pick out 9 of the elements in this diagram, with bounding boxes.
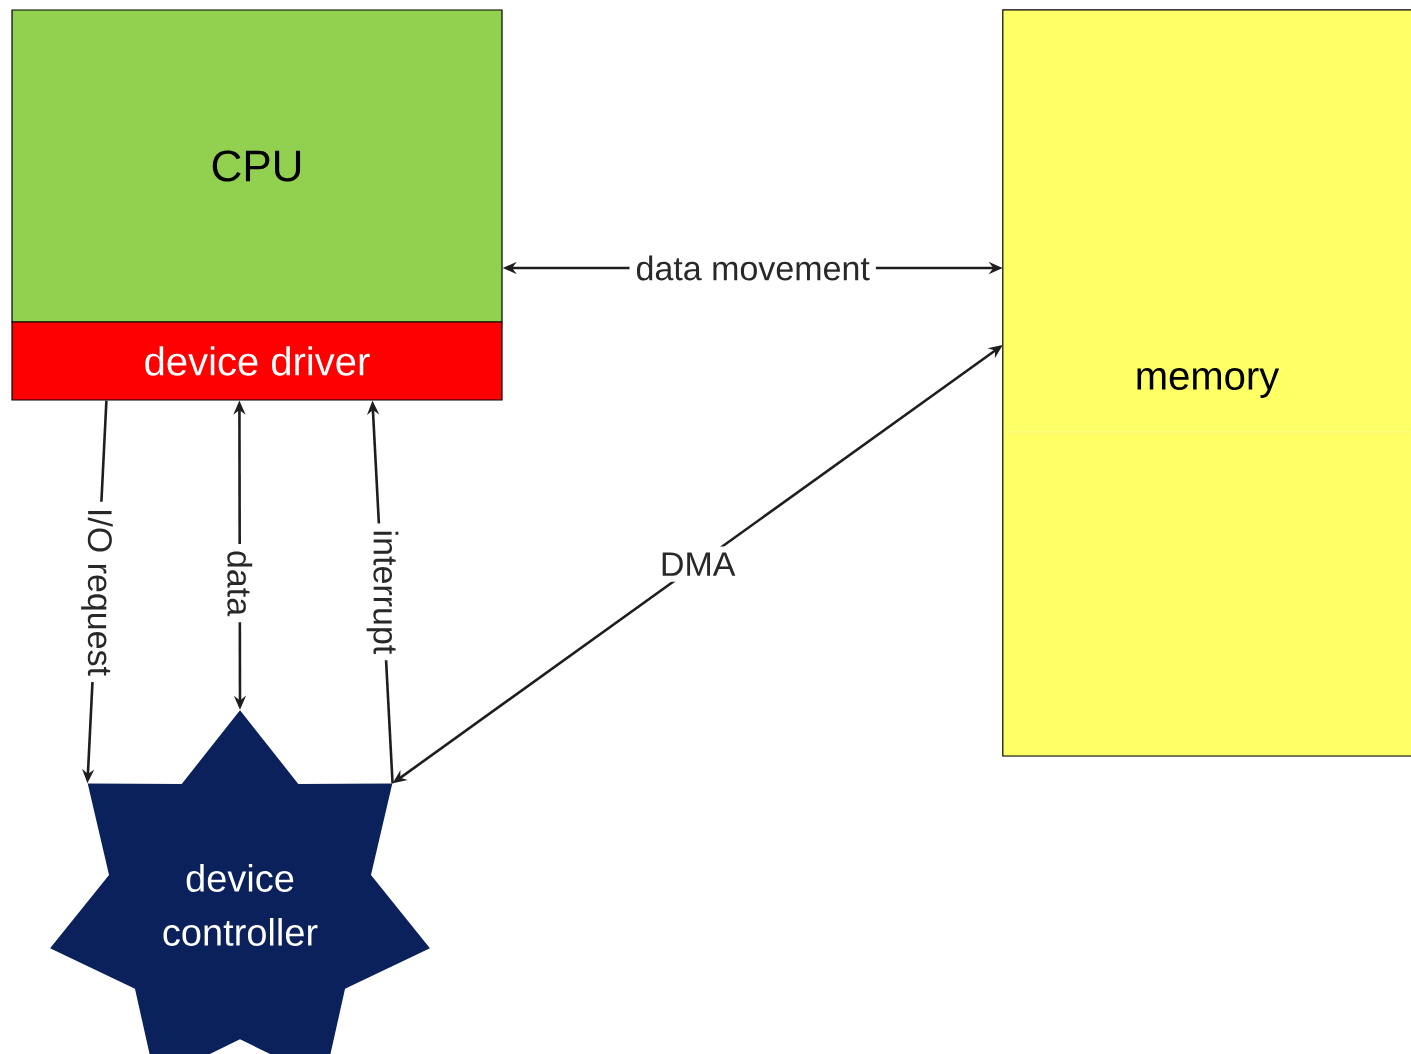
- memory-box: memory: [1002, 9, 1411, 757]
- controller-star: device controller: [50, 710, 430, 1054]
- edge-label: data movement: [629, 249, 876, 287]
- edge-label: I/O request: [75, 501, 119, 683]
- edge-label: interrupt: [360, 523, 405, 661]
- cpu-box: CPU: [11, 9, 503, 323]
- edge-label: data: [221, 543, 259, 623]
- driver-box: device driver: [11, 321, 503, 401]
- edge-label: DMA: [653, 546, 742, 582]
